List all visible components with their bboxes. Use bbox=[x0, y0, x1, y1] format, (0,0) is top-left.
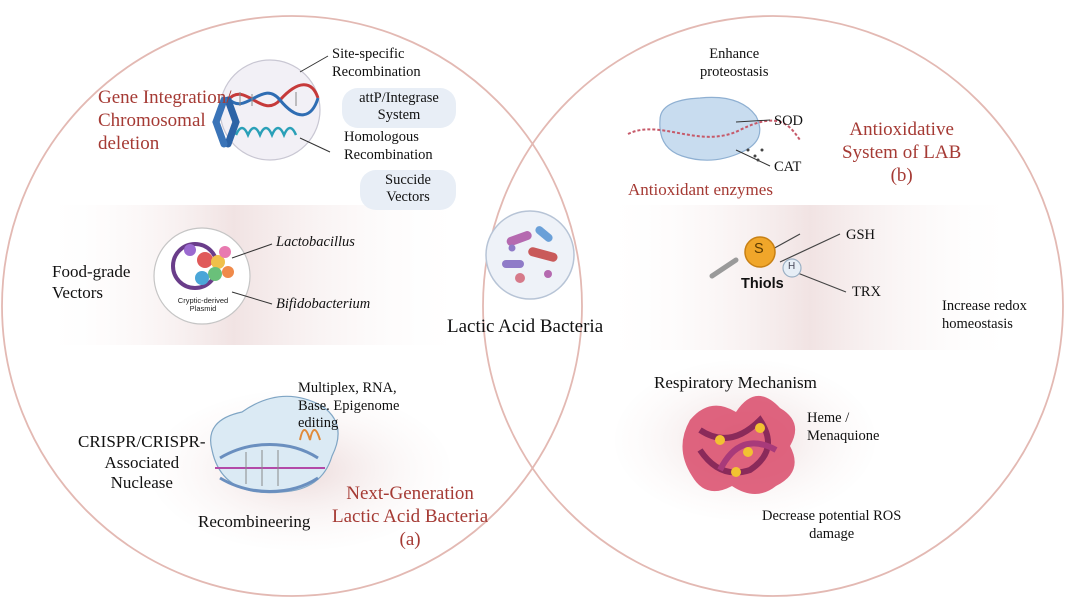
dna-chromosome-icon bbox=[212, 55, 331, 161]
heme-menaquione-label: Heme / Menaquione bbox=[807, 410, 880, 444]
attp-integrase-pill: attP/Integrase System bbox=[342, 88, 456, 128]
sod-label: SOD bbox=[774, 113, 804, 129]
bacteria-icon bbox=[485, 210, 575, 300]
lactobacillus-label: Lactobacillus bbox=[276, 234, 355, 250]
respiratory-title: Respiratory Mechanism bbox=[654, 373, 817, 392]
redox-homeostasis-label: Increase redox homeostasis bbox=[942, 298, 1027, 332]
site-specific-label: Site-specific Recombination bbox=[332, 46, 421, 80]
hydrogen-atom-label: H bbox=[788, 261, 796, 272]
crispr-title: CRISPR/CRISPR- Associated Nuclease bbox=[78, 432, 206, 493]
gene-integration-title: Gene Integration/ Chromosomal deletion bbox=[98, 87, 232, 155]
enhance-proteostasis-label: Enhance proteostasis bbox=[700, 46, 769, 80]
band-food-grade bbox=[40, 205, 470, 345]
left-circle bbox=[1, 15, 583, 597]
suicide-vectors-pill: Succide Vectors bbox=[360, 170, 456, 210]
crispr-complex-icon bbox=[210, 395, 339, 494]
thiols-label: Thiols bbox=[741, 276, 784, 292]
bifidobacterium-label: Bifidobacterium bbox=[276, 296, 371, 312]
antioxidant-enzymes-title: Antioxidant enzymes bbox=[628, 180, 773, 199]
respiratory-complex-icon bbox=[682, 395, 796, 494]
cat-label: CAT bbox=[774, 159, 802, 175]
thiol-molecule-icon bbox=[709, 233, 847, 293]
homologous-label: Homologous Recombination bbox=[344, 129, 433, 163]
multiplex-label: Multiplex, RNA, Base. Epigenome editing bbox=[298, 380, 400, 432]
plasmid-label: Cryptic-derived Plasmid bbox=[177, 296, 229, 314]
enzyme-icon bbox=[627, 96, 801, 167]
recombineering-label: Recombineering bbox=[198, 512, 311, 531]
sulfur-atom-label: S bbox=[754, 241, 764, 257]
next-gen-lab-label: Next-Generation Lactic Acid Bacteria (a) bbox=[332, 483, 489, 551]
trx-label: TRX bbox=[852, 284, 881, 300]
ros-damage-label: Decrease potential ROS damage bbox=[762, 508, 902, 542]
center-title: Lactic Acid Bacteria bbox=[447, 316, 604, 337]
gsh-label: GSH bbox=[846, 227, 876, 243]
right-circle bbox=[482, 15, 1064, 597]
food-grade-title: Food-grade Vectors bbox=[52, 262, 131, 302]
antioxidative-system-label: Antioxidative System of LAB (b) bbox=[842, 119, 962, 187]
plasmid-icon bbox=[153, 227, 273, 325]
